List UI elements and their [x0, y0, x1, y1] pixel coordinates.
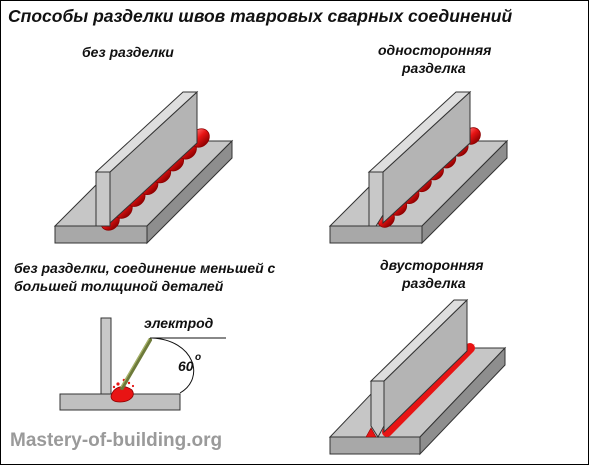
- caption-double-groove-line1: двусторонняя: [380, 257, 484, 273]
- base-plate-front: [329, 436, 421, 455]
- root-weld-left: [365, 427, 377, 438]
- caption-thin-to-thick-line1: без разделки, соединение меньшей с: [14, 260, 276, 276]
- caption-single-groove-line1: односторонняя: [378, 42, 492, 58]
- caption-single-groove-line2: разделка: [402, 60, 466, 76]
- base-plate-side: [146, 139, 233, 245]
- vertical-plate-top: [367, 91, 472, 173]
- angle-arc: [151, 337, 195, 394]
- angle-label: 60: [178, 358, 194, 374]
- figure-thin-to-thick: [59, 317, 226, 411]
- vertical-plate-front: [95, 171, 111, 227]
- caption-double-groove-line2: разделка: [402, 275, 466, 291]
- base-plate-front: [54, 225, 148, 244]
- electrode-label: электрод: [144, 315, 214, 331]
- electrode-rod: [120, 338, 152, 390]
- diagram-title: Способы разделки швов тавровых сварных с…: [8, 6, 513, 26]
- vertical-plate-top: [369, 299, 469, 382]
- weld-puddle: [110, 378, 135, 403]
- base-plate-side: [419, 346, 506, 456]
- figure-single-groove: [328, 90, 509, 245]
- degree-mark: o: [195, 352, 202, 363]
- base-plate-side: [421, 139, 508, 245]
- electrode-rod-highlight: [120, 338, 150, 388]
- base-plate-front: [329, 225, 423, 244]
- caption-no-groove: без разделки: [82, 44, 174, 60]
- caption-thin-to-thick-line2: большей толщиной деталей: [14, 278, 224, 294]
- figure-no-groove: [53, 90, 234, 245]
- vertical-plate-front: [368, 171, 384, 227]
- thin-vertical-plate: [100, 317, 112, 395]
- watermark: Mastery-of-building.org: [10, 430, 223, 451]
- vertical-plate-front: [370, 380, 385, 438]
- vertical-plate-top: [94, 91, 199, 173]
- figure-double-groove: [328, 298, 507, 456]
